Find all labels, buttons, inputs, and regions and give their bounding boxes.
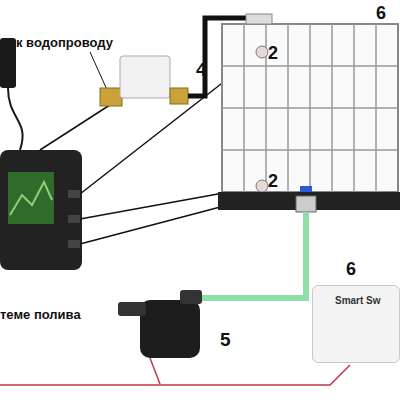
- supply-label: к водопроводу: [16, 36, 113, 49]
- callout-number: 6: [376, 4, 386, 22]
- callout-number: 6: [346, 260, 356, 278]
- pump-outlet: [118, 302, 146, 316]
- controller-screen: [8, 172, 54, 224]
- connector: [68, 190, 80, 198]
- pump: [140, 300, 200, 358]
- connector: [68, 240, 80, 248]
- callout-number: 2: [268, 44, 278, 62]
- controller-box: [0, 150, 82, 270]
- connector: [68, 215, 80, 223]
- level-sensor: [256, 180, 268, 192]
- power-plug: [0, 38, 16, 88]
- level-sensor: [256, 46, 268, 58]
- pump-wire: [150, 358, 160, 384]
- tank-cap: [246, 14, 272, 24]
- ibc-tank: [222, 24, 398, 192]
- solenoid-valve: [120, 56, 170, 98]
- hose: [200, 212, 306, 298]
- tank-tap: [296, 196, 316, 212]
- brass-fitting: [170, 88, 188, 104]
- brass-fitting: [100, 88, 122, 106]
- callout-number: 5: [220, 330, 231, 349]
- tap-handle: [300, 186, 312, 192]
- callout-number: 2: [268, 172, 278, 190]
- screen-graphic: [10, 182, 52, 215]
- irrigation-label: теме полива: [0, 308, 81, 321]
- pump-inlet: [180, 290, 202, 304]
- power-wire: [0, 365, 350, 385]
- leader-line: [90, 52, 108, 92]
- callout-number: 4: [196, 60, 207, 79]
- tank-cage: [222, 24, 398, 192]
- smart-switch: Smart Sw: [312, 285, 400, 363]
- power-cord: [8, 88, 23, 150]
- device-label: Smart Sw: [335, 295, 381, 306]
